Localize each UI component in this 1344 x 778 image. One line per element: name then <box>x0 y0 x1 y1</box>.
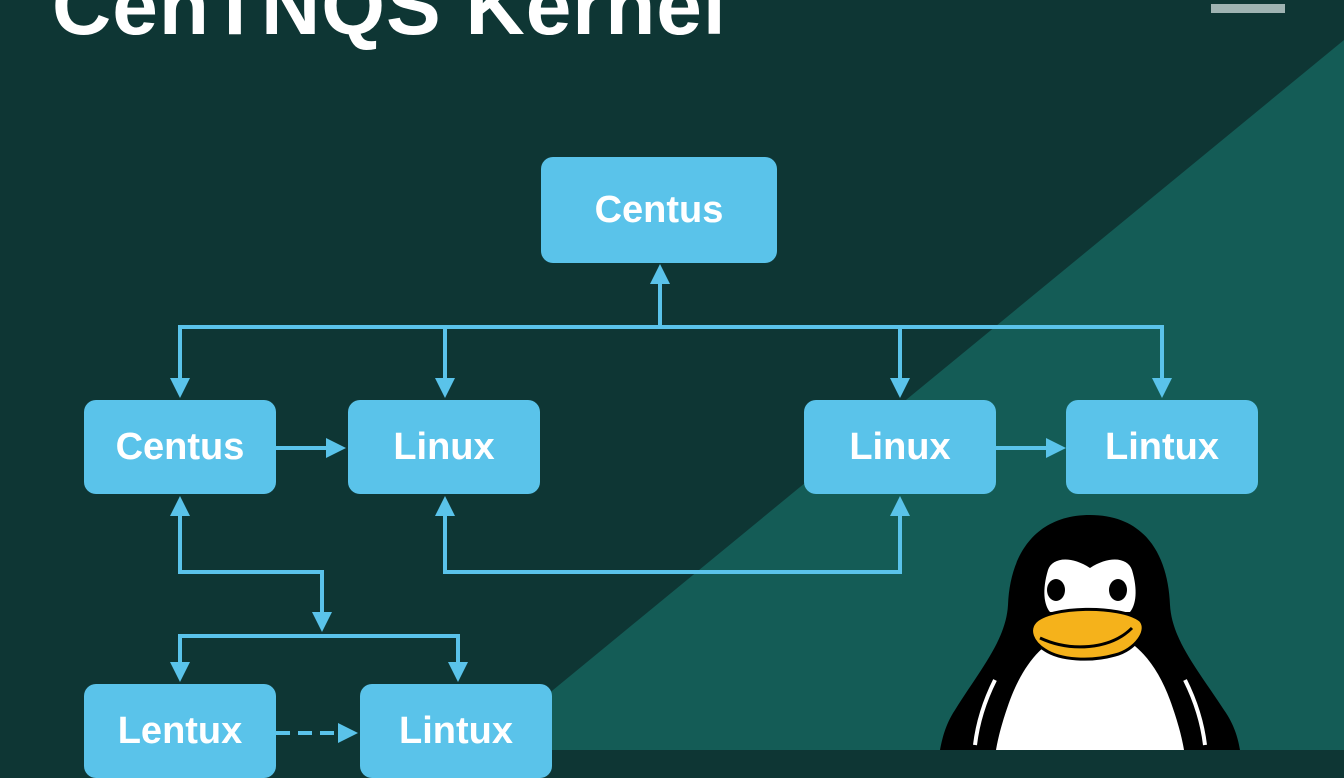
node-lentux[interactable]: Lentux <box>84 684 276 778</box>
node-top-centus[interactable]: Centus <box>541 157 777 263</box>
node-centus[interactable]: Centus <box>84 400 276 494</box>
tux-penguin-icon <box>940 515 1240 750</box>
node-linux-right[interactable]: Linux <box>804 400 996 494</box>
menu-icon[interactable] <box>1211 4 1285 13</box>
node-lintux-bottom[interactable]: Lintux <box>360 684 552 778</box>
node-lintux-right[interactable]: Lintux <box>1066 400 1258 494</box>
page-title: CenTNQS Kernel <box>52 0 727 52</box>
node-linux-left[interactable]: Linux <box>348 400 540 494</box>
